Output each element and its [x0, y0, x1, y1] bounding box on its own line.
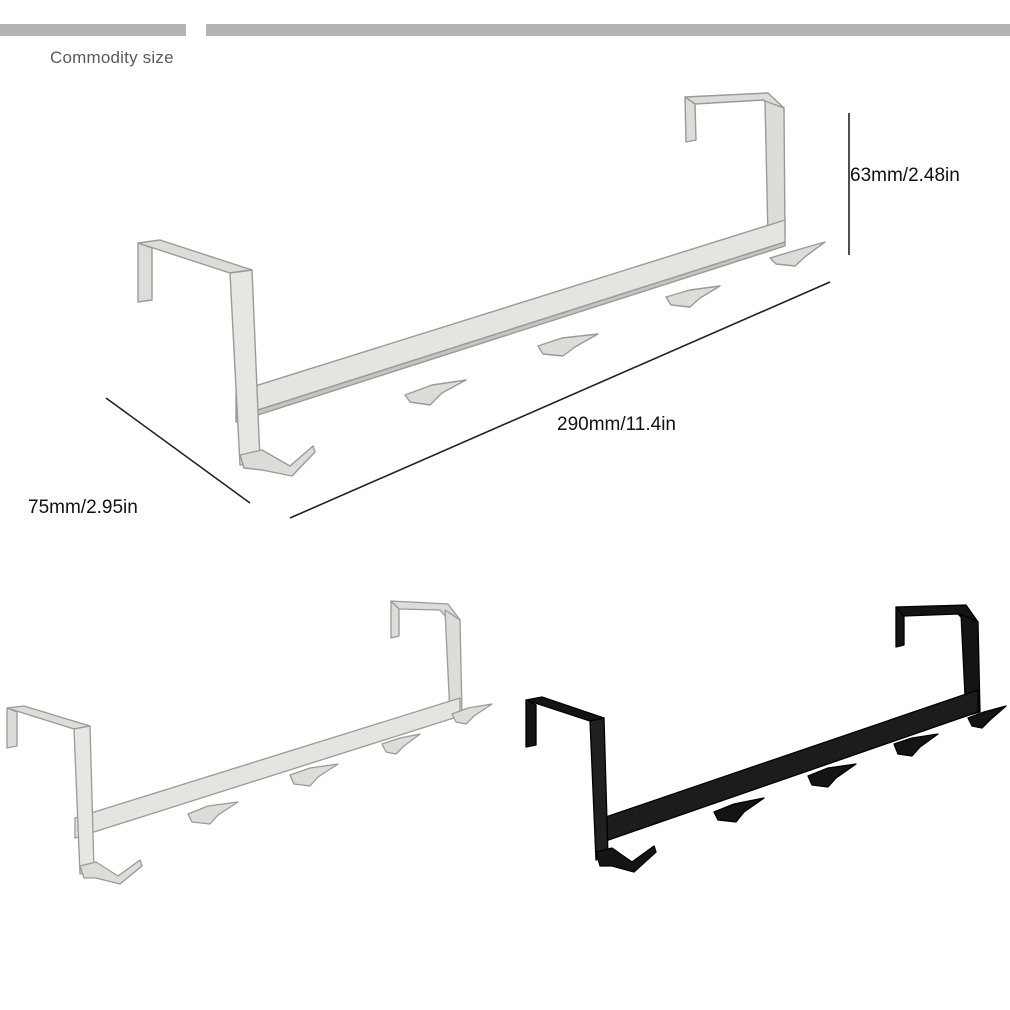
white-hanger-small [6, 600, 493, 885]
depth-dimension-label: 75mm/2.95in [28, 497, 138, 518]
depth-dimension-line [105, 397, 251, 504]
top-divider-right [206, 24, 1010, 36]
length-dimension-label: 290mm/11.4in [557, 414, 676, 435]
top-divider-left [0, 24, 186, 36]
length-dimension-line [289, 281, 831, 519]
white-hanger-main [137, 92, 826, 477]
black-hanger-small [525, 604, 1007, 873]
height-dimension-label: 63mm/2.48in [850, 165, 960, 186]
commodity-size-heading: Commodity size [50, 48, 174, 67]
